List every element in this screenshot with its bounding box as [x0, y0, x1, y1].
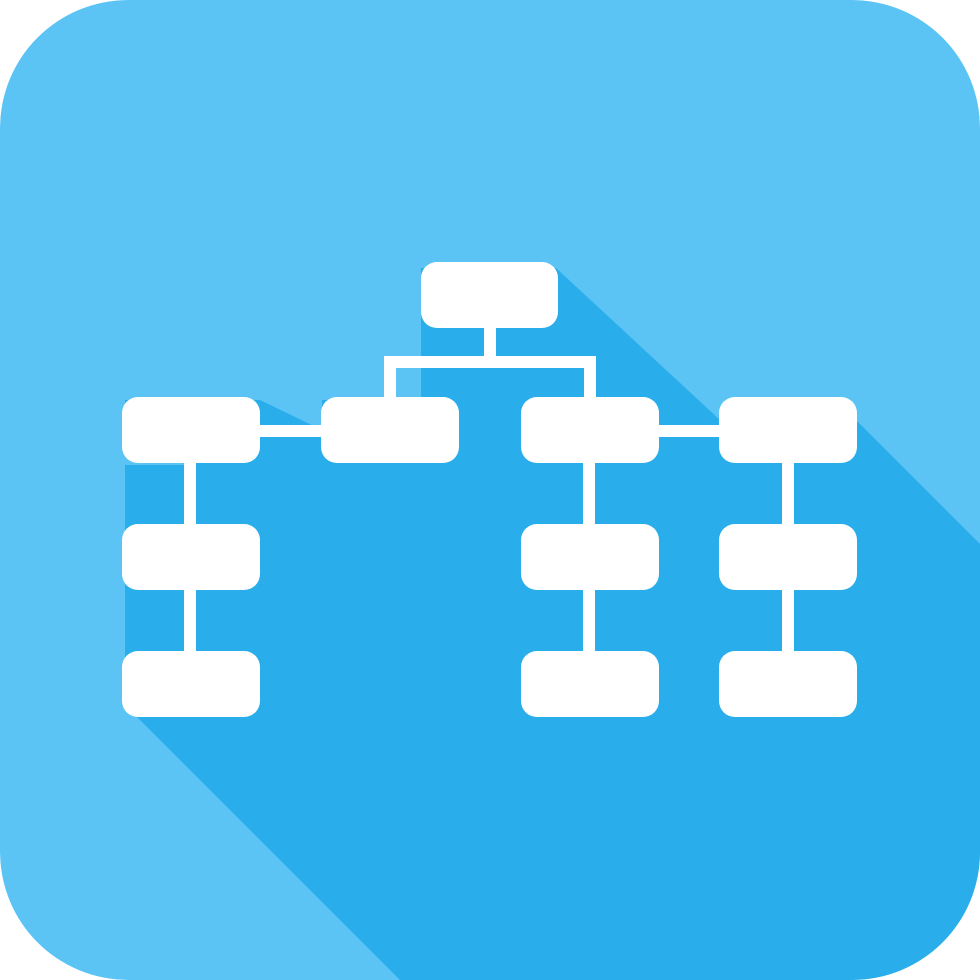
node-mid-child-2 [521, 651, 659, 717]
node-branch-left-outer [122, 397, 260, 463]
node-left-child-2 [122, 651, 260, 717]
node-branch-right-inner [521, 397, 659, 463]
node-left-child-1 [122, 524, 260, 590]
node-right-child-2 [719, 651, 857, 717]
node-right-child-1 [719, 524, 857, 590]
node-root [421, 262, 558, 328]
node-branch-left-inner [321, 397, 459, 463]
node-branch-right-outer [719, 397, 857, 463]
node-mid-child-1 [521, 524, 659, 590]
org-nodes [122, 262, 857, 717]
